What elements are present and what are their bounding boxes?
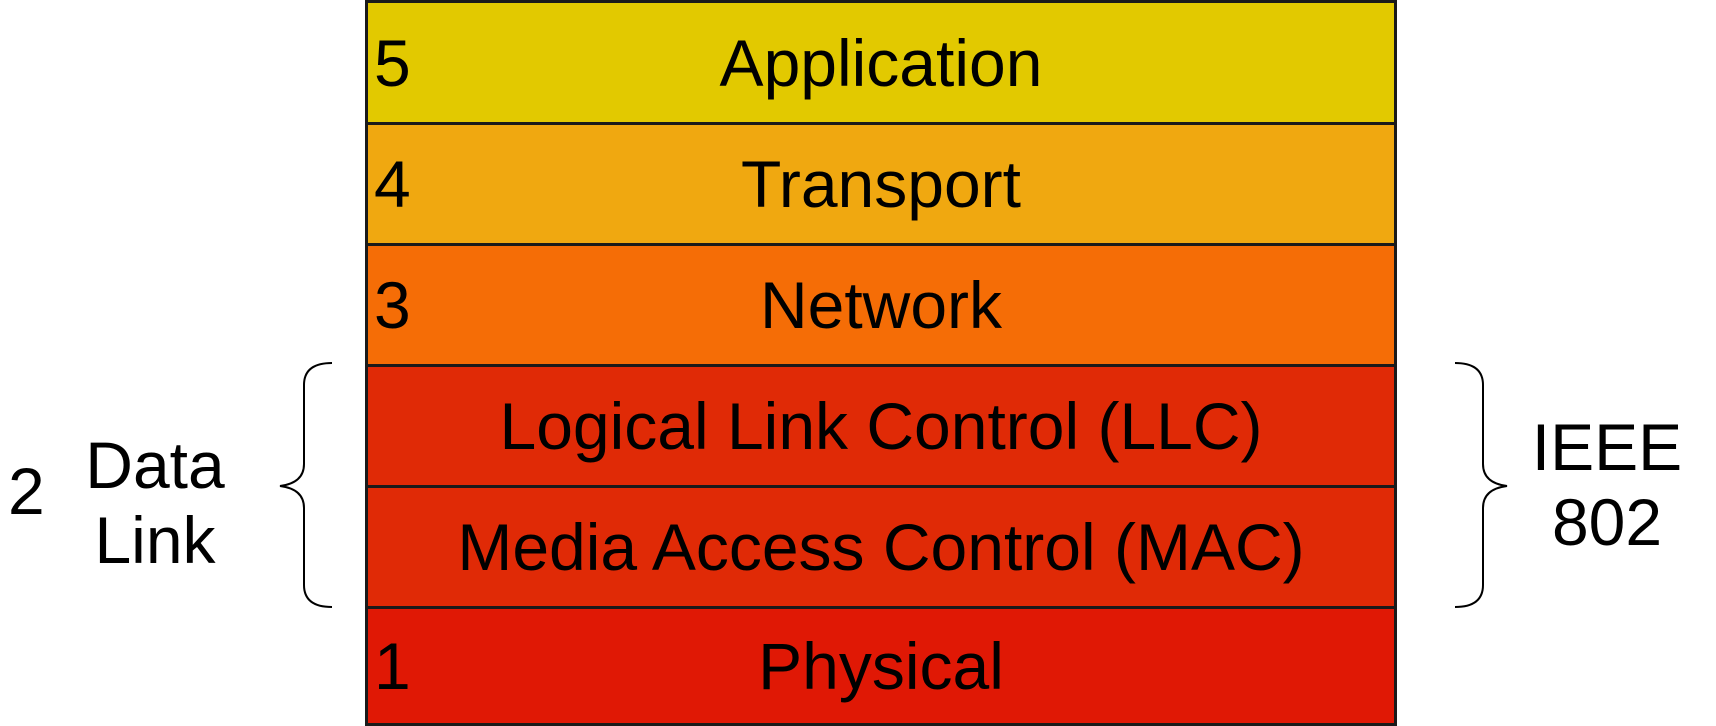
left-brace-icon <box>279 362 333 608</box>
layer-llc: Logical Link Control (LLC) <box>365 364 1397 488</box>
layer-number: 1 <box>374 629 411 703</box>
layer-name: Network <box>759 268 1003 342</box>
layer-number: 4 <box>374 147 411 221</box>
layer-name: Physical <box>758 629 1004 703</box>
layer-network: 3 Network <box>365 243 1397 367</box>
right-brace-icon <box>1454 362 1508 608</box>
data-link-number: 2 <box>8 454 45 528</box>
data-link-line2: Link <box>94 502 216 577</box>
layer-name: Logical Link Control (LLC) <box>499 389 1263 463</box>
ieee-line2: 802 <box>1551 484 1663 559</box>
layer-number: 3 <box>374 268 411 342</box>
layer-name: Media Access Control (MAC) <box>457 510 1305 584</box>
data-link-label: Data Link <box>70 428 240 577</box>
data-link-line1: Data <box>85 428 225 502</box>
layer-application: 5 Application <box>365 0 1397 125</box>
ieee-line1: IEEE <box>1531 410 1683 484</box>
protocol-stack: 5 Application 4 Transport 3 Network Logi… <box>365 0 1397 726</box>
layer-physical: 1 Physical <box>365 606 1397 726</box>
layer-name: Transport <box>741 147 1021 221</box>
layer-mac: Media Access Control (MAC) <box>365 485 1397 609</box>
layer-number: 5 <box>374 25 411 100</box>
layer-name: Application <box>719 25 1043 100</box>
ieee-802-label: IEEE 802 <box>1512 410 1702 559</box>
layer-transport: 4 Transport <box>365 122 1397 246</box>
